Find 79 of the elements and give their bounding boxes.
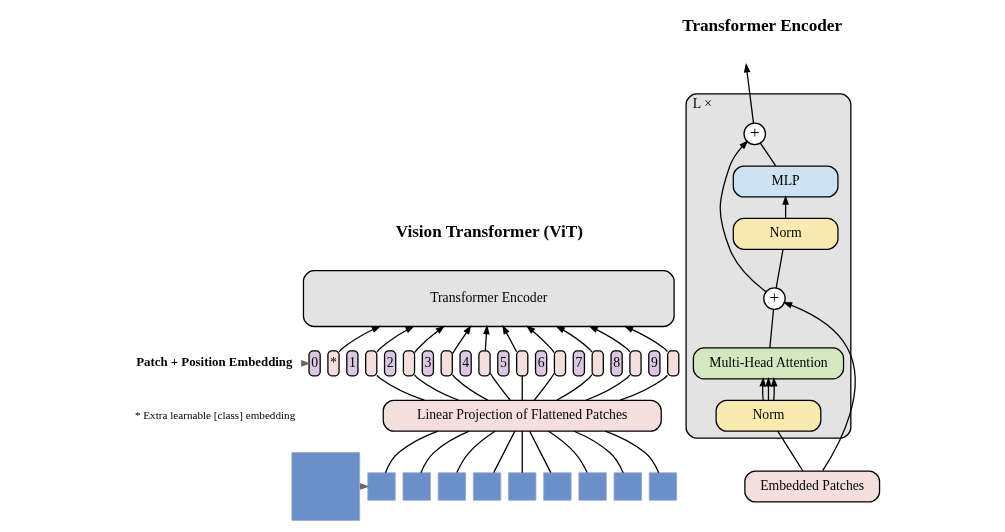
node-box: Norm (732, 217, 839, 250)
node-box: 3 (421, 350, 435, 377)
arrow (588, 325, 631, 353)
node-box (591, 350, 604, 377)
node-box: 6 (534, 350, 548, 377)
node-box (553, 350, 567, 377)
node-box (365, 350, 378, 377)
label: Transformer Encoder (682, 15, 843, 35)
node-box: 7 (572, 350, 586, 377)
node-box: 4 (459, 350, 472, 377)
arrow (483, 324, 490, 352)
node-box (472, 472, 502, 501)
node-box: Multi-Head Attention (692, 347, 845, 380)
node-circle: + (763, 287, 786, 310)
node-box: 0 (308, 350, 321, 377)
connector (493, 430, 516, 474)
arrow (719, 140, 767, 293)
arrow (376, 325, 415, 353)
node-box (508, 472, 537, 501)
connector (420, 430, 470, 474)
connector (521, 430, 523, 474)
connector (384, 430, 439, 474)
arrow (782, 302, 856, 472)
connector (573, 430, 624, 474)
node-box (613, 472, 642, 501)
connector (451, 373, 489, 401)
label: * Extra learnable [class] embedding (134, 408, 296, 421)
connector (521, 375, 523, 401)
arrow (451, 324, 472, 355)
node-box: Transformer Encoder (302, 270, 675, 328)
node-box (402, 472, 431, 501)
node-box: 9 (648, 350, 661, 377)
node-box: Embedded Patches (744, 470, 881, 503)
connector (489, 372, 511, 401)
node-box (367, 472, 396, 501)
arrow (502, 324, 518, 353)
connector (604, 430, 660, 474)
connector (413, 374, 460, 401)
node-box: Linear Projection of Flattened Patches (382, 399, 662, 432)
node-box (578, 472, 607, 501)
arrow (555, 325, 593, 353)
node-box: Norm (715, 399, 822, 432)
connector (585, 374, 631, 401)
node-box: * (327, 350, 340, 377)
node-box: 5 (497, 350, 510, 377)
connector (619, 374, 669, 401)
connector (777, 430, 804, 472)
connector (376, 374, 425, 401)
node-box (543, 472, 572, 501)
arrow (770, 377, 778, 401)
node-box (478, 350, 491, 377)
node-box: MLP (732, 165, 839, 198)
node-box: 1 (346, 350, 359, 377)
connector (456, 430, 496, 474)
label: Vision Transformer (ViT) (395, 222, 583, 242)
arrow (759, 377, 766, 401)
node-box (437, 472, 467, 501)
node-box (648, 472, 678, 501)
connector (529, 430, 552, 474)
connector (775, 248, 784, 289)
arrow (525, 325, 555, 354)
node-box (516, 350, 529, 377)
arrow (623, 325, 669, 353)
node-box (402, 350, 416, 377)
arrow (414, 325, 446, 354)
arrow (338, 325, 382, 353)
node-box (667, 350, 680, 377)
node-text: Patch + Position Embedding (136, 354, 293, 369)
node-circle: + (743, 122, 767, 146)
node-box (440, 350, 453, 377)
arrow (743, 62, 755, 124)
node-box: 8 (610, 350, 623, 377)
connector (759, 142, 777, 167)
node-box: 2 (383, 350, 397, 377)
connector (769, 308, 775, 349)
connector (547, 430, 588, 474)
node-box (629, 350, 642, 377)
connector (555, 373, 593, 401)
connector (533, 372, 555, 401)
